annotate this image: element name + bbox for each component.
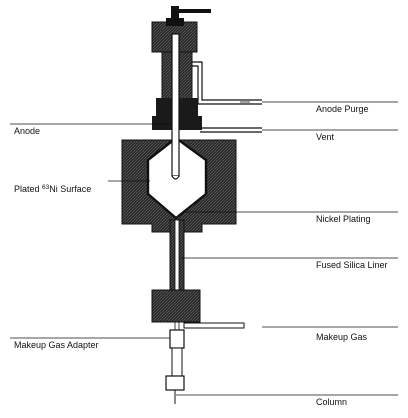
label-plated-surface: Plated 63Ni Surface — [14, 184, 91, 195]
label-plated-isotope: 63 — [42, 184, 50, 191]
anode-lever — [177, 9, 211, 13]
label-fused-silica-liner: Fused Silica Liner — [316, 260, 388, 270]
anode-handle — [171, 6, 179, 20]
makeup-gas-adapter — [169, 329, 185, 349]
lower-nut — [151, 289, 201, 323]
label-plated-prefix: Plated — [14, 184, 43, 194]
anode-rod — [171, 33, 180, 177]
label-vent: Vent — [316, 132, 335, 142]
label-makeup-gas: Makeup Gas — [316, 332, 368, 342]
label-makeup-gas-adapter: Makeup Gas Adapter — [14, 340, 99, 350]
makeup-gas-tube — [183, 322, 245, 329]
anode-connector — [166, 18, 184, 26]
label-nickel-plating: Nickel Plating — [316, 214, 371, 224]
label-plated-suffix: Ni Surface — [49, 184, 92, 194]
label-anode-purge: Anode Purge — [316, 104, 369, 114]
label-column: Column — [316, 397, 348, 407]
vent-port — [200, 127, 262, 133]
label-anode: Anode — [14, 126, 41, 136]
column-fitting — [165, 375, 185, 391]
anode-purge-port — [192, 61, 262, 101]
